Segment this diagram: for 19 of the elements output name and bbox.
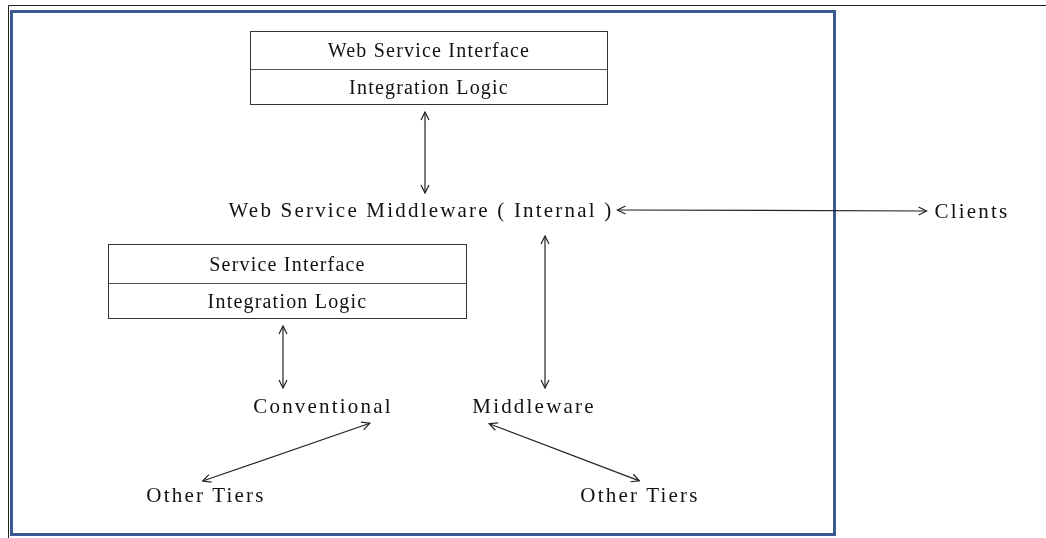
double-arrow xyxy=(488,422,640,483)
layered-box xyxy=(250,31,608,105)
node-label: Other Tiers xyxy=(580,483,700,507)
layered-box xyxy=(108,244,467,319)
node-label: Conventional xyxy=(253,394,393,418)
node-label: Clients xyxy=(934,199,1010,223)
node-label: Web Service Middleware ( Internal ) xyxy=(228,198,614,222)
layer-label: Web Service Interface xyxy=(326,38,532,63)
layer-label: Integration Logic xyxy=(109,283,466,318)
double-arrow xyxy=(420,111,430,194)
layer-label: Service Interface xyxy=(208,252,367,277)
node-label: Middleware xyxy=(472,394,596,418)
double-arrow xyxy=(202,421,371,483)
double-arrow xyxy=(616,205,928,216)
double-arrow xyxy=(540,235,550,389)
node-label: Other Tiers xyxy=(146,483,266,507)
container-box xyxy=(10,10,836,536)
layer-label: Integration Logic xyxy=(251,69,607,104)
double-arrow xyxy=(278,325,288,389)
